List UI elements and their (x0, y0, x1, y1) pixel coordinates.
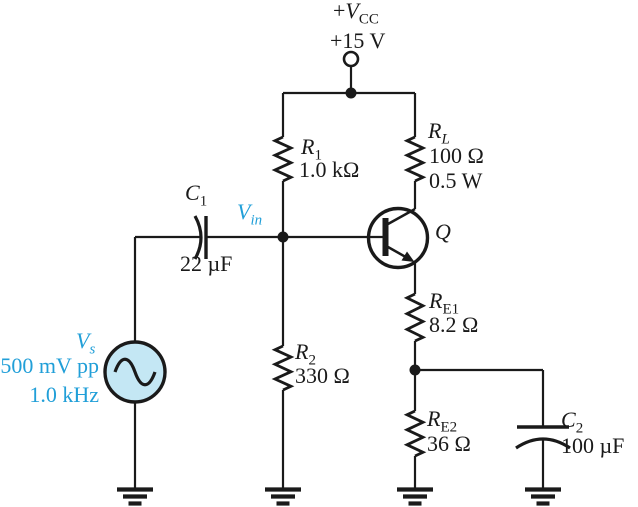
vcc-voltage: +15 V (330, 28, 386, 53)
q-label: Q (435, 219, 451, 244)
rl-label: RL (428, 118, 450, 148)
ground-symbol-vs (117, 487, 153, 506)
c1-curved-plate (193, 215, 203, 260)
r1-label: R1 (301, 134, 322, 164)
vs-label: Vs (76, 328, 96, 358)
ground-symbol-c2 (525, 487, 561, 506)
transistor-collector (387, 207, 416, 226)
vs-frequency: 1.0 kHz (29, 382, 99, 407)
resistor-re2 (403, 409, 427, 458)
vcc-terminal (342, 50, 360, 68)
emitter-arrow (401, 251, 415, 262)
r1-value: 1.0 kΩ (299, 157, 360, 182)
re1-label: RE1 (429, 288, 460, 318)
transistor-base-bar (382, 218, 389, 256)
r2-label: R2 (295, 339, 316, 369)
rl-value: 100 Ω (429, 143, 484, 168)
re1-value: 8.2 Ω (429, 312, 479, 337)
transistor-body (366, 206, 430, 270)
vcc-label: +VCC (333, 0, 379, 28)
resistor-rl (403, 135, 427, 183)
vs-amplitude: 500 mV pp (0, 353, 99, 378)
junction-dot-vin (277, 231, 289, 243)
c2-value: 100 µF (561, 433, 625, 458)
capacitor-c2 (515, 425, 571, 450)
ground-symbol-re2 (397, 487, 433, 506)
vin-label: Vin (237, 199, 263, 229)
wires (133, 66, 545, 488)
junction-dot-vcc (345, 87, 357, 99)
re2-label: RE2 (427, 406, 458, 436)
re2-value: 36 Ω (427, 431, 471, 456)
c2-label: C2 (561, 407, 584, 437)
transistor-q (366, 206, 430, 270)
sine-wave-icon (113, 357, 157, 387)
capacitor-c1 (193, 215, 208, 260)
ac-source-vs (103, 340, 167, 404)
rl-power: 0.5 W (429, 168, 483, 193)
resistor-re1 (403, 292, 427, 343)
resistor-r1 (271, 135, 295, 183)
r2-value: 330 Ω (295, 363, 350, 388)
c1-label: C1 (185, 180, 208, 210)
ground-symbol-r2 (265, 487, 301, 506)
resistor-r2 (271, 344, 295, 392)
c2-curved-plate (515, 437, 571, 450)
c1-value: 22 µF (180, 251, 233, 276)
junction-dot-emitter (409, 364, 421, 376)
